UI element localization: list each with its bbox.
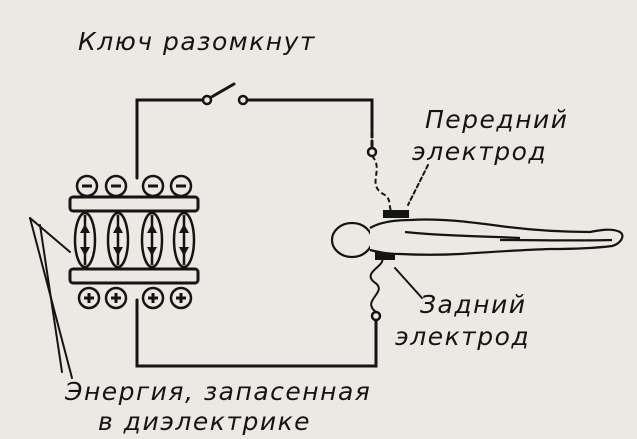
front-electrode-label-line1: Передний xyxy=(425,105,569,134)
pointer-front-electrode xyxy=(407,164,429,206)
rear-electrode-lead xyxy=(369,257,384,313)
switch-open-label: Ключ разомкнут xyxy=(78,27,316,56)
rear-electrode-label-line1: Задний xyxy=(420,290,526,319)
wire-top-right xyxy=(244,98,374,132)
dielectric-dipole-2 xyxy=(106,211,130,269)
front-electrode-label-line2: электрод xyxy=(412,137,547,166)
dielectric-dipole-1 xyxy=(73,211,97,269)
pointer-rear-electrode xyxy=(394,267,423,299)
front-electrode-pad xyxy=(383,210,409,218)
energy-label-line1: Энергия, запасенная xyxy=(64,377,371,406)
wire-top-left xyxy=(135,98,207,180)
energy-label-line2: в диэлектрике xyxy=(98,407,311,436)
dielectric-dipole-4 xyxy=(172,211,196,269)
capacitor-top-plate xyxy=(68,195,200,213)
rear-electrode-pad xyxy=(375,252,395,260)
wire-bottom xyxy=(135,298,378,368)
front-terminal xyxy=(366,146,378,158)
patient-arm xyxy=(404,230,521,240)
pointer-line-1 xyxy=(29,217,71,253)
rear-electrode-label-line2: электрод xyxy=(395,322,530,351)
switch-blade xyxy=(206,82,236,101)
patient-head xyxy=(330,221,374,259)
capacitor xyxy=(68,195,200,285)
capacitor-bottom-plate xyxy=(68,267,200,285)
switch-contact-left xyxy=(201,94,213,106)
patient-figure xyxy=(330,218,624,259)
switch-contact-right xyxy=(237,94,249,106)
front-electrode-lead xyxy=(371,155,393,213)
rear-terminal xyxy=(370,310,382,322)
dielectric-dipole-3 xyxy=(140,211,164,269)
pointer-line-3 xyxy=(39,224,63,373)
